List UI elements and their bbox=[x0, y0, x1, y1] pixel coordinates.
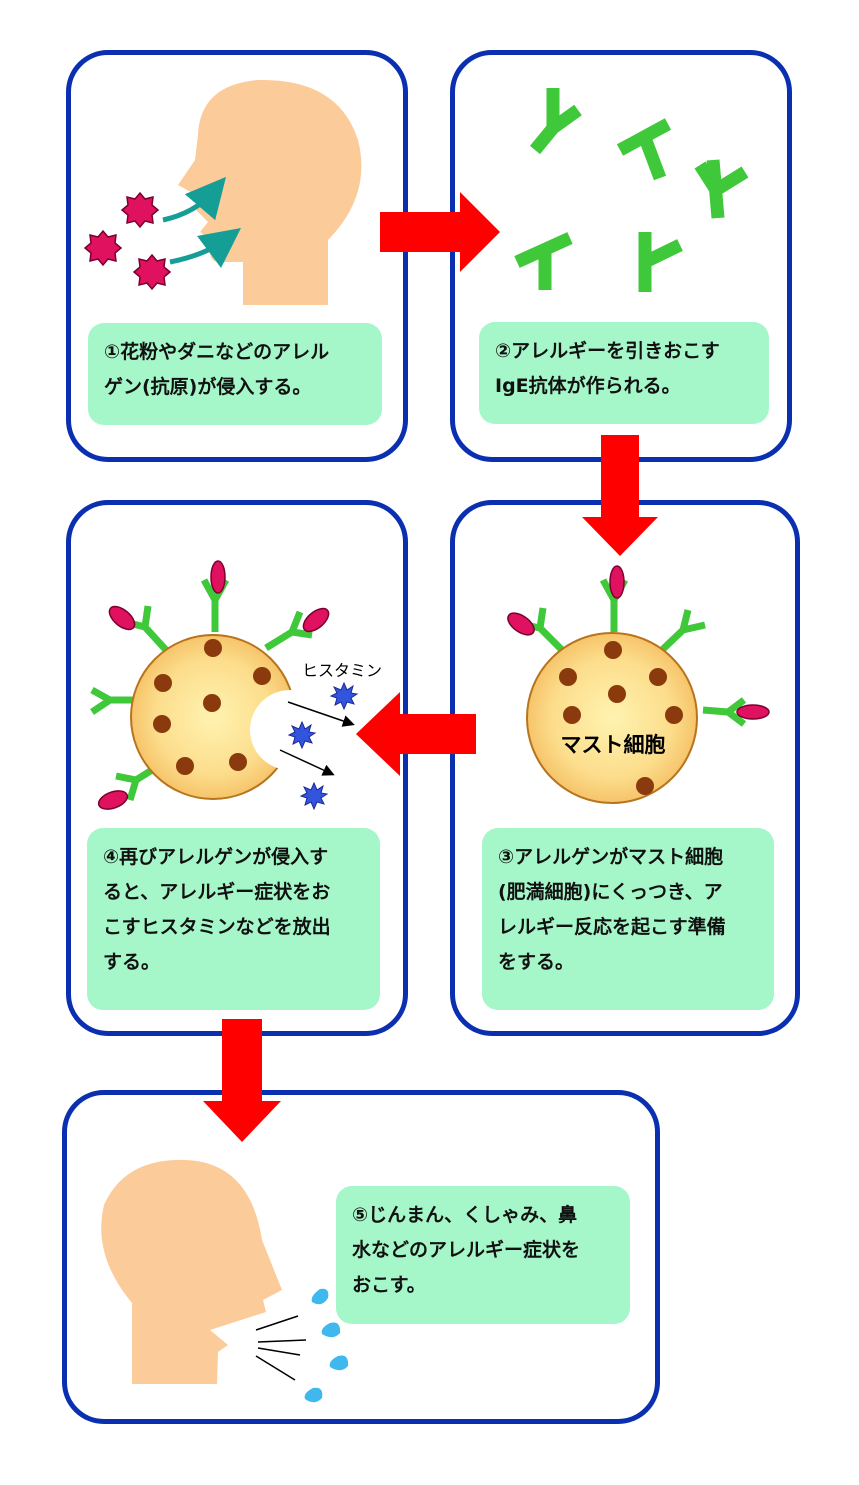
mast-cell-icon bbox=[507, 565, 770, 804]
caption-line: ゲン(抗原)が侵入する。 bbox=[104, 376, 312, 398]
sneezing-head-icon bbox=[101, 1159, 282, 1384]
caption-step3: ③アレルゲンがマスト細胞 (肥満細胞)にくっつき、ア レルギー反応を起こす準備 … bbox=[482, 828, 774, 1010]
antibody-icon bbox=[514, 88, 749, 292]
caption-line: 水などのアレルギー症状を bbox=[352, 1239, 581, 1261]
caption-line: する。 bbox=[103, 951, 161, 973]
caption-line: ②アレルギーを引きおこす bbox=[495, 340, 720, 362]
caption-line: レルギー反応を起こす準備 bbox=[498, 916, 726, 938]
caption-line: IgE抗体が作られる。 bbox=[495, 375, 681, 397]
histamine-label: ヒスタミン bbox=[302, 661, 382, 680]
allergen-icon bbox=[84, 192, 171, 290]
caption-line: ①花粉やダニなどのアレル bbox=[104, 341, 330, 363]
caption-line: ④再びアレルゲンが侵入す bbox=[103, 846, 329, 868]
caption-line: おこす。 bbox=[352, 1274, 426, 1296]
inhale-arrow-icon bbox=[169, 228, 242, 268]
degranulating-cell-icon bbox=[90, 560, 330, 810]
caption-step4: ④再びアレルゲンが侵入す ると、アレルギー症状をお こすヒスタミンなどを放出 す… bbox=[87, 828, 380, 1010]
caption-line: ⑤じんまん、くしゃみ、鼻 bbox=[352, 1204, 578, 1226]
caption-line: をする。 bbox=[498, 951, 575, 973]
caption-line: (肥満細胞)にくっつき、ア bbox=[498, 881, 723, 903]
head-icon-step1 bbox=[178, 79, 362, 305]
flow-arrow-icon bbox=[203, 192, 658, 1142]
mast-cell-label: マスト細胞 bbox=[561, 733, 666, 757]
caption-line: ③アレルゲンがマスト細胞 bbox=[498, 846, 724, 868]
inhale-arrow-icon bbox=[162, 176, 227, 223]
caption-line: こすヒスタミンなどを放出 bbox=[103, 916, 331, 938]
caption-step2: ②アレルギーを引きおこす IgE抗体が作られる。 bbox=[479, 322, 769, 424]
caption-step5: ⑤じんまん、くしゃみ、鼻 水などのアレルギー症状を おこす。 bbox=[336, 1186, 630, 1324]
caption-step1: ①花粉やダニなどのアレル ゲン(抗原)が侵入する。 bbox=[88, 323, 382, 425]
sneeze-lines-icon bbox=[255, 1315, 307, 1381]
release-arrow-icon bbox=[279, 701, 355, 776]
droplet-icon bbox=[304, 1288, 349, 1403]
caption-line: ると、アレルギー症状をお bbox=[103, 881, 331, 903]
